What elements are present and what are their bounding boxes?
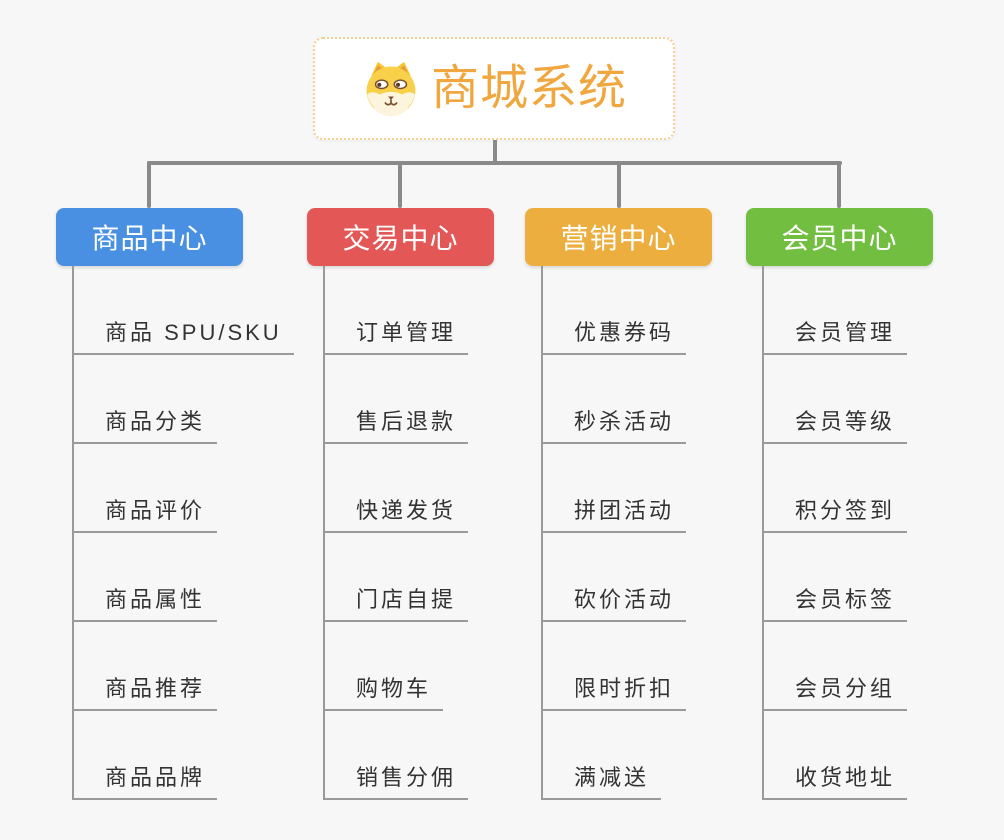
leaf-node[interactable]: 购物车	[323, 676, 444, 711]
branch-trade-center: 交易中心 订单管理售后退款快递发货门店自提购物车销售分佣	[307, 208, 494, 800]
leaf-row: 商品属性	[72, 533, 332, 622]
leaf-node[interactable]: 商品推荐	[72, 676, 218, 711]
branch-spine-line	[762, 266, 764, 800]
leaf-node[interactable]: 商品评价	[72, 498, 218, 533]
branch-member-center: 会员中心 会员管理会员等级积分签到会员标签会员分组收货地址	[746, 208, 933, 800]
connector-root-stub	[493, 140, 497, 165]
leaf-node[interactable]: 快递发货	[323, 498, 469, 533]
leaf-row: 满减送	[541, 711, 801, 800]
branch-label: 会员中心	[781, 223, 898, 254]
leaf-node[interactable]: 积分签到	[762, 498, 908, 533]
leaf-row: 秒杀活动	[541, 355, 801, 444]
leaf-node[interactable]: 商品 SPU/SKU	[72, 320, 294, 355]
branch-spine-line	[72, 266, 74, 800]
leaf-node[interactable]: 会员标签	[762, 587, 908, 622]
branch-spine-line	[541, 266, 543, 800]
leaf-row: 优惠券码	[541, 266, 801, 355]
leaf-row: 订单管理	[323, 266, 583, 355]
branch-label: 营销中心	[560, 223, 677, 254]
branch-node-marketing-center[interactable]: 营销中心	[525, 208, 712, 266]
leaf-row: 商品品牌	[72, 711, 332, 800]
leaf-node[interactable]: 商品品牌	[72, 765, 218, 800]
connector-drop-member-center	[837, 161, 841, 208]
leaf-list: 优惠券码秒杀活动拼团活动砍价活动限时折扣满减送	[541, 266, 801, 800]
leaf-list: 会员管理会员等级积分签到会员标签会员分组收货地址	[762, 266, 1004, 800]
leaf-row: 商品评价	[72, 444, 332, 533]
leaf-row: 商品分类	[72, 355, 332, 444]
branch-marketing-center: 营销中心 优惠券码秒杀活动拼团活动砍价活动限时折扣满减送	[525, 208, 712, 800]
leaf-row: 积分签到	[762, 444, 1004, 533]
branch-label: 交易中心	[342, 223, 459, 254]
leaf-row: 门店自提	[323, 533, 583, 622]
root-title: 商城系统	[430, 61, 627, 115]
leaf-node[interactable]: 秒杀活动	[541, 409, 687, 444]
leaf-row: 会员管理	[762, 266, 1004, 355]
branch-node-trade-center[interactable]: 交易中心	[307, 208, 494, 266]
branch-spine-line	[323, 266, 325, 800]
leaf-row: 商品推荐	[72, 622, 332, 711]
leaf-row: 购物车	[323, 622, 583, 711]
leaf-node[interactable]: 会员等级	[762, 409, 908, 444]
leaf-row: 会员分组	[762, 622, 1004, 711]
connector-drop-marketing-center	[617, 161, 621, 208]
leaf-node[interactable]: 拼团活动	[541, 498, 687, 533]
leaf-row: 商品 SPU/SKU	[72, 266, 332, 355]
leaf-list: 商品 SPU/SKU 商品分类商品评价商品属性商品推荐商品品牌	[72, 266, 332, 800]
leaf-row: 会员标签	[762, 533, 1004, 622]
dog-face-icon	[366, 61, 416, 116]
leaf-node[interactable]: 订单管理	[323, 320, 469, 355]
leaf-node[interactable]: 优惠券码	[541, 320, 687, 355]
leaf-node[interactable]: 门店自提	[323, 587, 469, 622]
leaf-row: 会员等级	[762, 355, 1004, 444]
leaf-row: 限时折扣	[541, 622, 801, 711]
branch-product-center: 商品中心 商品 SPU/SKU 商品分类商品评价商品属性商品推荐商品品牌	[56, 208, 294, 800]
leaf-node[interactable]: 售后退款	[323, 409, 469, 444]
leaf-node[interactable]: 会员管理	[762, 320, 908, 355]
leaf-node[interactable]: 收货地址	[762, 765, 908, 800]
leaf-row: 销售分佣	[323, 711, 583, 800]
leaf-node[interactable]: 会员分组	[762, 676, 908, 711]
connector-drop-trade-center	[398, 161, 402, 208]
branch-node-product-center[interactable]: 商品中心	[56, 208, 243, 266]
leaf-node[interactable]: 满减送	[541, 765, 662, 800]
leaf-row: 售后退款	[323, 355, 583, 444]
branch-node-member-center[interactable]: 会员中心	[746, 208, 933, 266]
leaf-row: 砍价活动	[541, 533, 801, 622]
leaf-node[interactable]: 商品分类	[72, 409, 218, 444]
root-node[interactable]: 商城系统	[313, 37, 675, 140]
connector-drop-product-center	[147, 161, 151, 208]
leaf-row: 收货地址	[762, 711, 1004, 800]
leaf-node[interactable]: 销售分佣	[323, 765, 469, 800]
leaf-row: 快递发货	[323, 444, 583, 533]
leaf-node[interactable]: 商品属性	[72, 587, 218, 622]
leaf-row: 拼团活动	[541, 444, 801, 533]
connector-horizontal-line	[147, 161, 842, 165]
leaf-list: 订单管理售后退款快递发货门店自提购物车销售分佣	[323, 266, 583, 800]
branch-label: 商品中心	[91, 223, 208, 254]
leaf-node[interactable]: 砍价活动	[541, 587, 687, 622]
leaf-node[interactable]: 限时折扣	[541, 676, 687, 711]
